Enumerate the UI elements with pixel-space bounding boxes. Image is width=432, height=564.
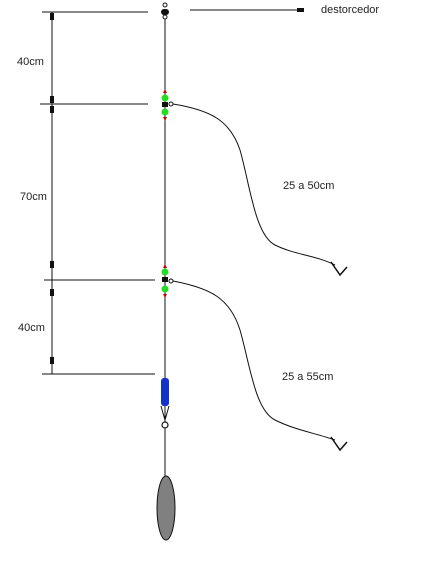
junction-knot	[162, 102, 168, 107]
arrowhead	[50, 13, 54, 20]
swivel-label: destorcedor	[321, 4, 379, 16]
float-icon	[160, 378, 170, 429]
guide-arrowheads	[50, 13, 54, 364]
upper-branch-junction	[161, 89, 174, 121]
swivel-pointer-tip	[297, 8, 304, 12]
upper-leader-label: 25 a 50cm	[283, 180, 334, 192]
segment-label-bottom: 40cm	[18, 322, 45, 334]
lower-leader-label: 25 a 55cm	[282, 371, 333, 383]
arrowhead	[50, 289, 54, 296]
bead	[161, 94, 169, 102]
arrowhead	[50, 261, 54, 268]
bead	[161, 285, 169, 293]
arrowhead	[50, 96, 54, 103]
hook-icon	[330, 436, 348, 452]
upper-leader-line	[172, 103, 336, 266]
sinker-icon	[156, 475, 176, 541]
lower-branch-junction	[161, 264, 174, 298]
arrowhead	[50, 106, 54, 113]
segment-label-top: 40cm	[17, 56, 44, 68]
bead	[161, 108, 169, 116]
measurement-guide	[40, 11, 155, 375]
lower-leader-line	[172, 280, 336, 441]
hook-icon	[330, 261, 348, 277]
swivel-icon	[161, 2, 169, 20]
junction-knot	[162, 277, 168, 282]
bead	[161, 268, 169, 276]
segment-label-middle: 70cm	[20, 191, 47, 203]
arrowhead	[50, 357, 54, 364]
